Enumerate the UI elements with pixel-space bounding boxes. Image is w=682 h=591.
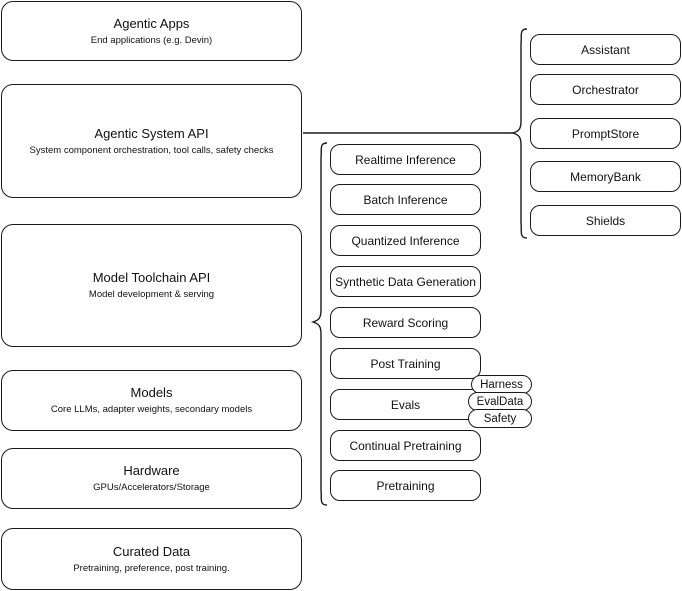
- eval-pill-label: EvalData: [476, 395, 524, 408]
- eval-pill-safety[interactable]: Safety: [468, 409, 532, 428]
- component-label: Assistant: [581, 42, 630, 57]
- capability-batch-inference[interactable]: Batch Inference: [330, 184, 481, 215]
- capability-label: Realtime Inference: [355, 152, 456, 167]
- stack-layer-models[interactable]: Models Core LLMs, adapter weights, secon…: [1, 370, 302, 431]
- component-shields[interactable]: Shields: [530, 205, 681, 236]
- layer-subtitle: System component orchestration, tool cal…: [29, 144, 274, 156]
- eval-pill-label: Safety: [483, 412, 517, 425]
- capability-label: Batch Inference: [363, 192, 448, 207]
- stack-layer-agentic-apps[interactable]: Agentic Apps End applications (e.g. Devi…: [1, 1, 302, 61]
- capability-continual-pretraining[interactable]: Continual Pretraining: [330, 430, 481, 461]
- brace-toolchain-capabilities: [310, 142, 328, 506]
- layer-subtitle: Core LLMs, adapter weights, secondary mo…: [50, 404, 253, 415]
- capability-label: Evals: [390, 397, 421, 412]
- component-label: Orchestrator: [572, 82, 639, 97]
- layer-title: Agentic System API: [94, 125, 209, 141]
- stack-layer-curated-data[interactable]: Curated Data Pretraining, preference, po…: [1, 528, 302, 590]
- capability-reward-scoring[interactable]: Reward Scoring: [330, 307, 481, 338]
- capability-realtime-inference[interactable]: Realtime Inference: [330, 144, 481, 175]
- component-assistant[interactable]: Assistant: [530, 34, 681, 65]
- eval-pill-label: Harness: [480, 378, 523, 391]
- layer-title: Agentic Apps: [113, 15, 190, 31]
- layer-title: Model Toolchain API: [92, 270, 211, 285]
- capability-label: Continual Pretraining: [349, 438, 462, 453]
- stack-layer-model-toolchain-api[interactable]: Model Toolchain API Model development & …: [1, 224, 302, 347]
- component-label: PromptStore: [571, 126, 640, 141]
- capability-label: Post Training: [370, 356, 441, 371]
- capability-post-training[interactable]: Post Training: [330, 348, 481, 379]
- capability-pretraining[interactable]: Pretraining: [330, 470, 481, 501]
- component-memorybank[interactable]: MemoryBank: [530, 161, 681, 192]
- layer-subtitle: End applications (e.g. Devin): [90, 34, 213, 46]
- stack-layer-hardware[interactable]: Hardware GPUs/Accelerators/Storage: [1, 448, 302, 509]
- layer-subtitle: Model development & serving: [88, 289, 215, 300]
- layer-title: Curated Data: [112, 543, 191, 559]
- capability-evals[interactable]: Evals: [330, 389, 481, 420]
- brace-agentic-components: [510, 28, 528, 239]
- component-promptstore[interactable]: PromptStore: [530, 118, 681, 149]
- capability-label: Reward Scoring: [362, 315, 449, 330]
- capability-label: Quantized Inference: [351, 233, 460, 248]
- layer-subtitle: GPUs/Accelerators/Storage: [93, 482, 210, 493]
- layer-title: Hardware: [123, 463, 180, 478]
- capability-synthetic-data-generation[interactable]: Synthetic Data Generation: [330, 266, 481, 297]
- component-label: MemoryBank: [570, 169, 641, 184]
- capability-label: Pretraining: [376, 478, 435, 493]
- capability-quantized-inference[interactable]: Quantized Inference: [330, 225, 481, 256]
- stack-layer-agentic-system-api[interactable]: Agentic System API System component orch…: [1, 84, 302, 198]
- capability-label: Synthetic Data Generation: [335, 274, 476, 289]
- component-label: Shields: [585, 213, 626, 228]
- layer-subtitle: Pretraining, preference, post training.: [73, 562, 230, 574]
- component-orchestrator[interactable]: Orchestrator: [530, 74, 681, 105]
- layer-title: Models: [130, 385, 173, 400]
